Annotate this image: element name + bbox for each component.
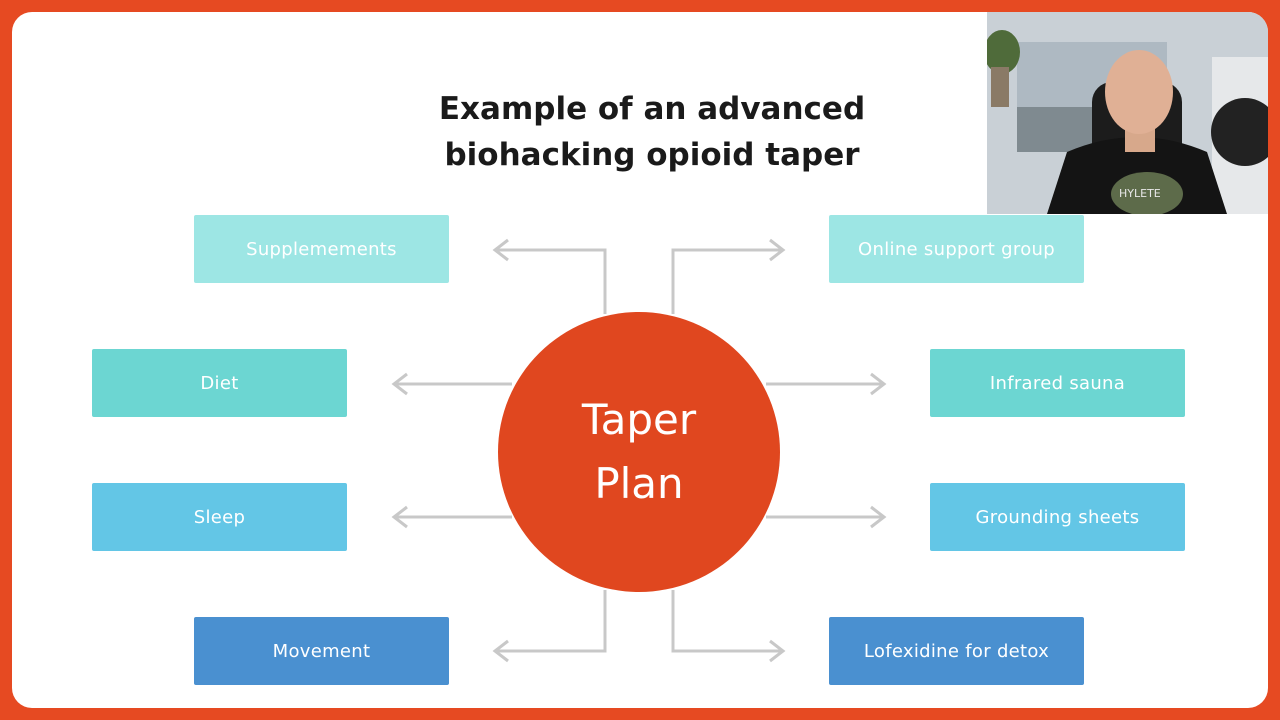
connector-lines xyxy=(391,238,887,663)
box-diet: Diet xyxy=(92,349,347,417)
center-line-2: Plan xyxy=(594,459,684,508)
presenter-video-frame xyxy=(987,12,1268,214)
webcam-overlay: HYLETE xyxy=(987,12,1268,214)
center-circle: Taper Plan xyxy=(498,312,780,592)
shirt-text: HYLETE xyxy=(1119,187,1161,200)
slide-title: Example of an advanced biohacking opioid… xyxy=(352,86,952,178)
arrow-head-supplements xyxy=(492,238,509,262)
connector-supplements xyxy=(495,248,607,314)
connector-lofexidine xyxy=(671,590,783,653)
box-label: Supplemements xyxy=(246,238,397,260)
box-sleep: Sleep xyxy=(92,483,347,551)
title-line-1: Example of an advanced xyxy=(438,91,866,127)
center-line-1: Taper xyxy=(581,395,697,444)
box-label: Diet xyxy=(200,372,239,394)
slide: Example of an advanced biohacking opioid… xyxy=(12,12,1268,708)
arrow-head-sleep xyxy=(391,505,408,529)
arrow-head-grounding xyxy=(870,505,887,529)
box-grounding-sheets: Grounding sheets xyxy=(930,483,1185,551)
box-infrared-sauna: Infrared sauna xyxy=(930,349,1185,417)
connector-movement xyxy=(495,590,607,653)
box-label: Lofexidine for detox xyxy=(863,640,1050,662)
box-label: Sleep xyxy=(193,506,246,528)
box-supplements: Supplemements xyxy=(194,215,449,283)
arrow-head-diet xyxy=(391,372,408,396)
arrow-head-sauna xyxy=(870,372,887,396)
box-lofexidine: Lofexidine for detox xyxy=(829,617,1084,685)
title-line-2: biohacking opioid taper xyxy=(444,137,860,173)
arrow-head-movement xyxy=(492,639,509,663)
box-label: Grounding sheets xyxy=(975,506,1140,528)
box-movement: Movement xyxy=(194,617,449,685)
arrow-head-support-group xyxy=(769,238,786,262)
box-label: Infrared sauna xyxy=(989,372,1126,394)
box-label: Online support group xyxy=(858,238,1055,260)
box-online-support-group: Online support group xyxy=(829,215,1084,283)
connector-support-group xyxy=(671,248,783,314)
box-label: Movement xyxy=(272,640,371,662)
arrow-head-lofexidine xyxy=(769,639,786,663)
